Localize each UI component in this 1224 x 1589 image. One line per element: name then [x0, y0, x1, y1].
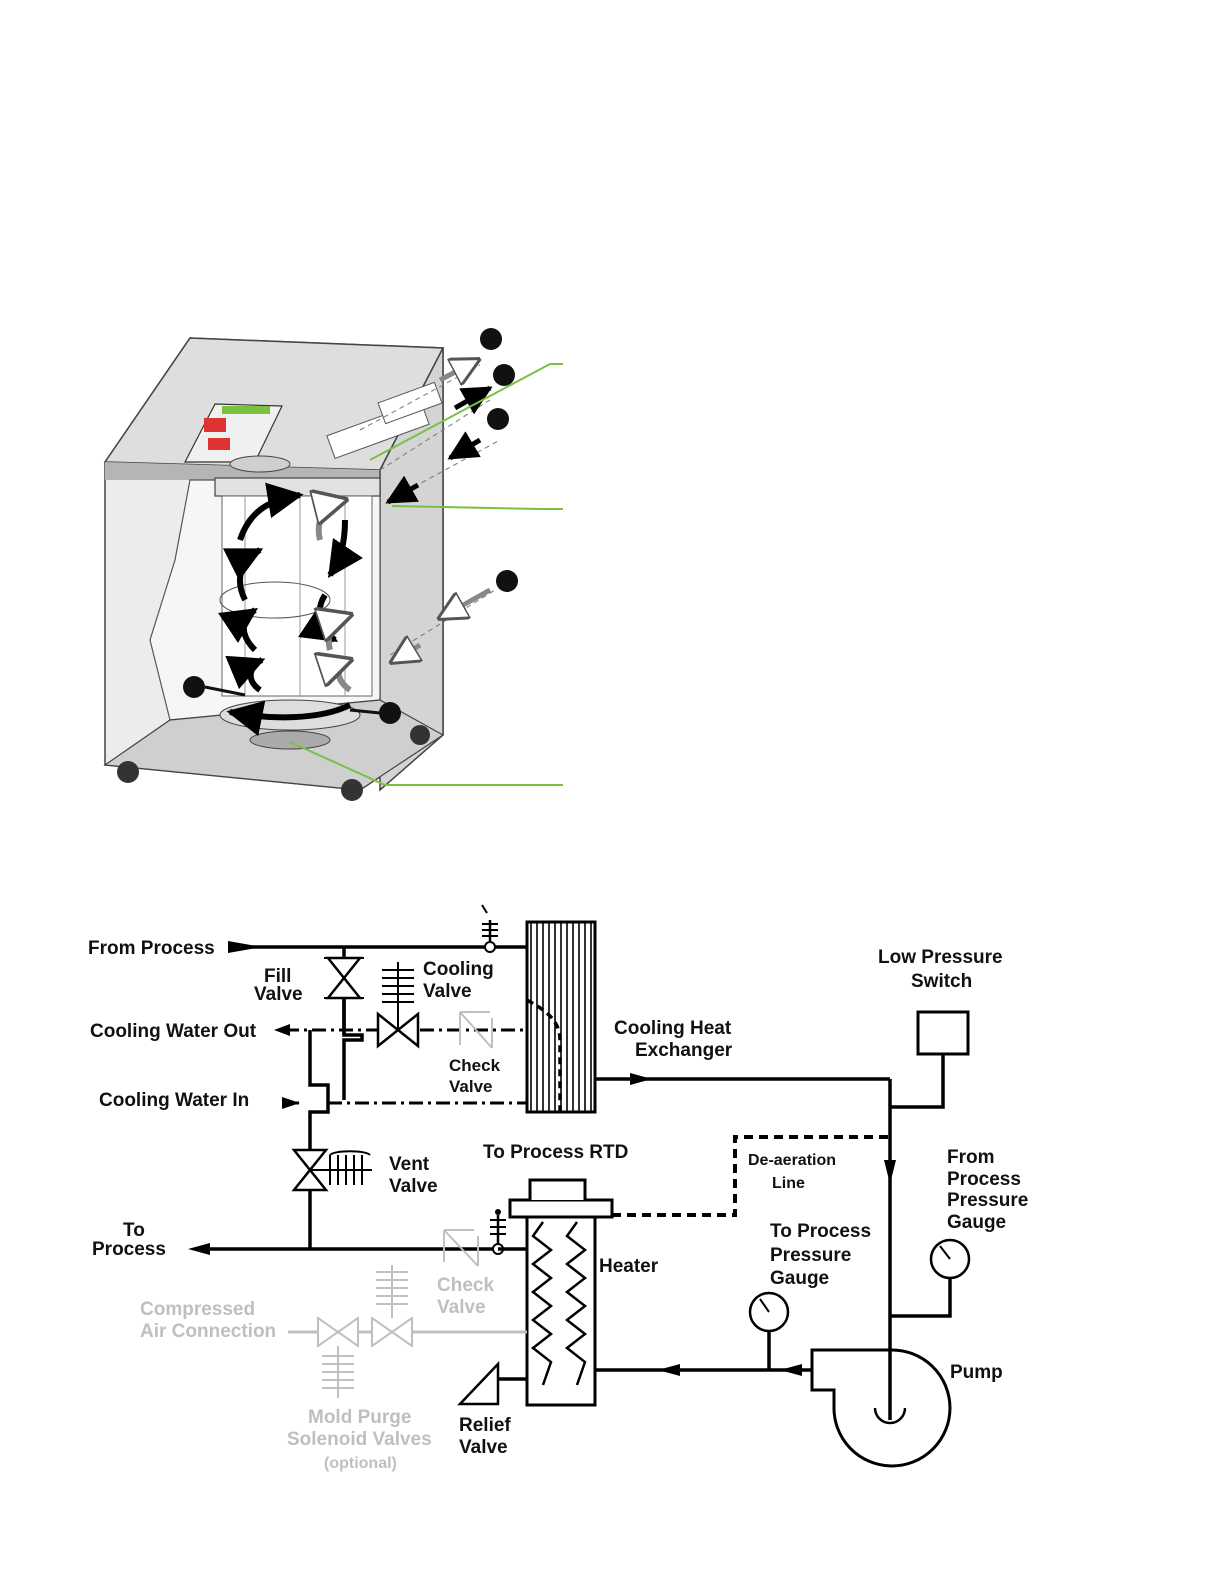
- label-to-process-1: To: [123, 1220, 145, 1241]
- label-cooling-water-out: Cooling Water Out: [90, 1021, 257, 1042]
- label-to-process-gauge-2: Pressure: [770, 1245, 851, 1266]
- label-compressed-air-2: Air Connection: [140, 1321, 276, 1342]
- label-from-process-gauge-3: Pressure: [947, 1190, 1028, 1211]
- cooling-heat-exchanger: [525, 920, 597, 1114]
- label-relief-valve-1: Relief: [459, 1415, 511, 1436]
- label-cooling-heat-exchanger-1: Cooling Heat: [614, 1018, 732, 1039]
- label-check-valve-bottom-2: Valve: [437, 1297, 486, 1318]
- label-mold-purge-2: Solenoid Valves: [287, 1429, 432, 1450]
- label-cooling-water-in: Cooling Water In: [99, 1090, 249, 1111]
- relief-valve: [457, 1360, 500, 1406]
- label-heater: Heater: [599, 1256, 659, 1277]
- schematic-labels: From Process Fill Valve Cooling Valve Co…: [88, 938, 1028, 1472]
- pump: [810, 1348, 952, 1468]
- label-low-pressure-switch-1: Low Pressure: [878, 947, 1003, 968]
- label-pump: Pump: [950, 1362, 1003, 1383]
- label-from-process-gauge-1: From: [947, 1147, 995, 1168]
- label-fill-valve-1: Fill: [264, 966, 291, 987]
- label-compressed-air-1: Compressed: [140, 1299, 255, 1320]
- label-cooling-valve-2: Valve: [423, 981, 472, 1002]
- label-cooling-heat-exchanger-2: Exchanger: [635, 1040, 733, 1061]
- low-pressure-switch: [916, 1010, 970, 1056]
- schematic: [188, 904, 971, 1468]
- label-to-process-rtd: To Process RTD: [483, 1142, 628, 1163]
- label-to-process-2: Process: [92, 1239, 166, 1260]
- label-de-aeration-1: De-aeration: [748, 1152, 836, 1169]
- label-from-process-gauge-2: Process: [947, 1169, 1021, 1190]
- label-low-pressure-switch-2: Switch: [911, 971, 972, 992]
- label-to-process-gauge-1: To Process: [770, 1221, 871, 1242]
- label-fill-valve-2: Valve: [254, 984, 303, 1005]
- label-from-process-gauge-4: Gauge: [947, 1212, 1006, 1233]
- label-check-valve-top-2: Valve: [449, 1077, 493, 1096]
- label-mold-purge-3: (optional): [324, 1455, 397, 1472]
- label-from-process: From Process: [88, 938, 215, 959]
- label-cooling-valve-1: Cooling: [423, 959, 494, 980]
- label-check-valve-bottom-1: Check: [437, 1275, 494, 1296]
- label-check-valve-top-1: Check: [449, 1056, 501, 1075]
- machine-illustration: [103, 328, 563, 801]
- label-de-aeration-2: Line: [772, 1175, 805, 1192]
- label-to-process-gauge-3: Gauge: [770, 1268, 829, 1289]
- label-relief-valve-2: Valve: [459, 1437, 508, 1458]
- heater: [525, 1213, 597, 1407]
- label-vent-valve-1: Vent: [389, 1154, 430, 1175]
- label-mold-purge-1: Mold Purge: [308, 1407, 411, 1428]
- label-vent-valve-2: Valve: [389, 1176, 438, 1197]
